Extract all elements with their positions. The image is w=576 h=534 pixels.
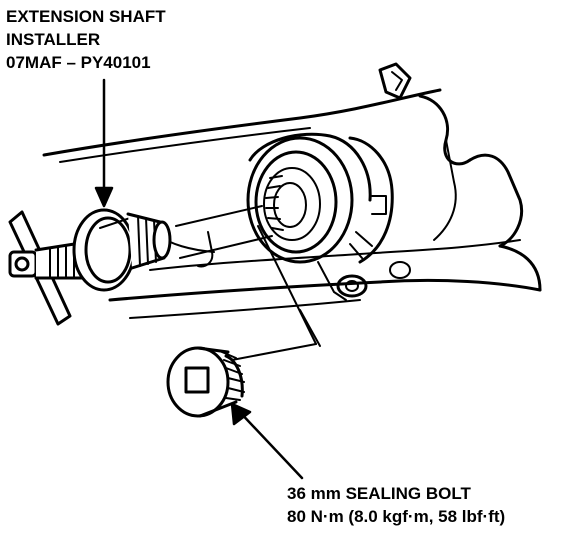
extension-housing-opening <box>246 132 411 301</box>
tool-callout-label: EXTENSION SHAFT INSTALLER 07MAF – PY4010… <box>6 5 166 74</box>
tool-callout-line2: INSTALLER <box>6 30 101 49</box>
tool-callout-line3: 07MAF – PY40101 <box>6 53 151 72</box>
tool-leader-arrow <box>94 78 114 208</box>
extension-shaft-installer-tool <box>8 208 172 326</box>
bolt-callout-line1: 36 mm SEALING BOLT <box>287 484 471 503</box>
tool-callout-line1: EXTENSION SHAFT <box>6 7 166 26</box>
bolt-leader-arrow <box>230 402 304 480</box>
bolt-callout-line2: 80 N·m (8.0 kgf·m, 58 lbf·ft) <box>287 507 506 526</box>
sealing-bolt <box>166 346 245 418</box>
alignment-lines <box>175 205 321 361</box>
bolt-callout-label: 36 mm SEALING BOLT 80 N·m (8.0 kgf·m, 58… <box>287 482 505 528</box>
